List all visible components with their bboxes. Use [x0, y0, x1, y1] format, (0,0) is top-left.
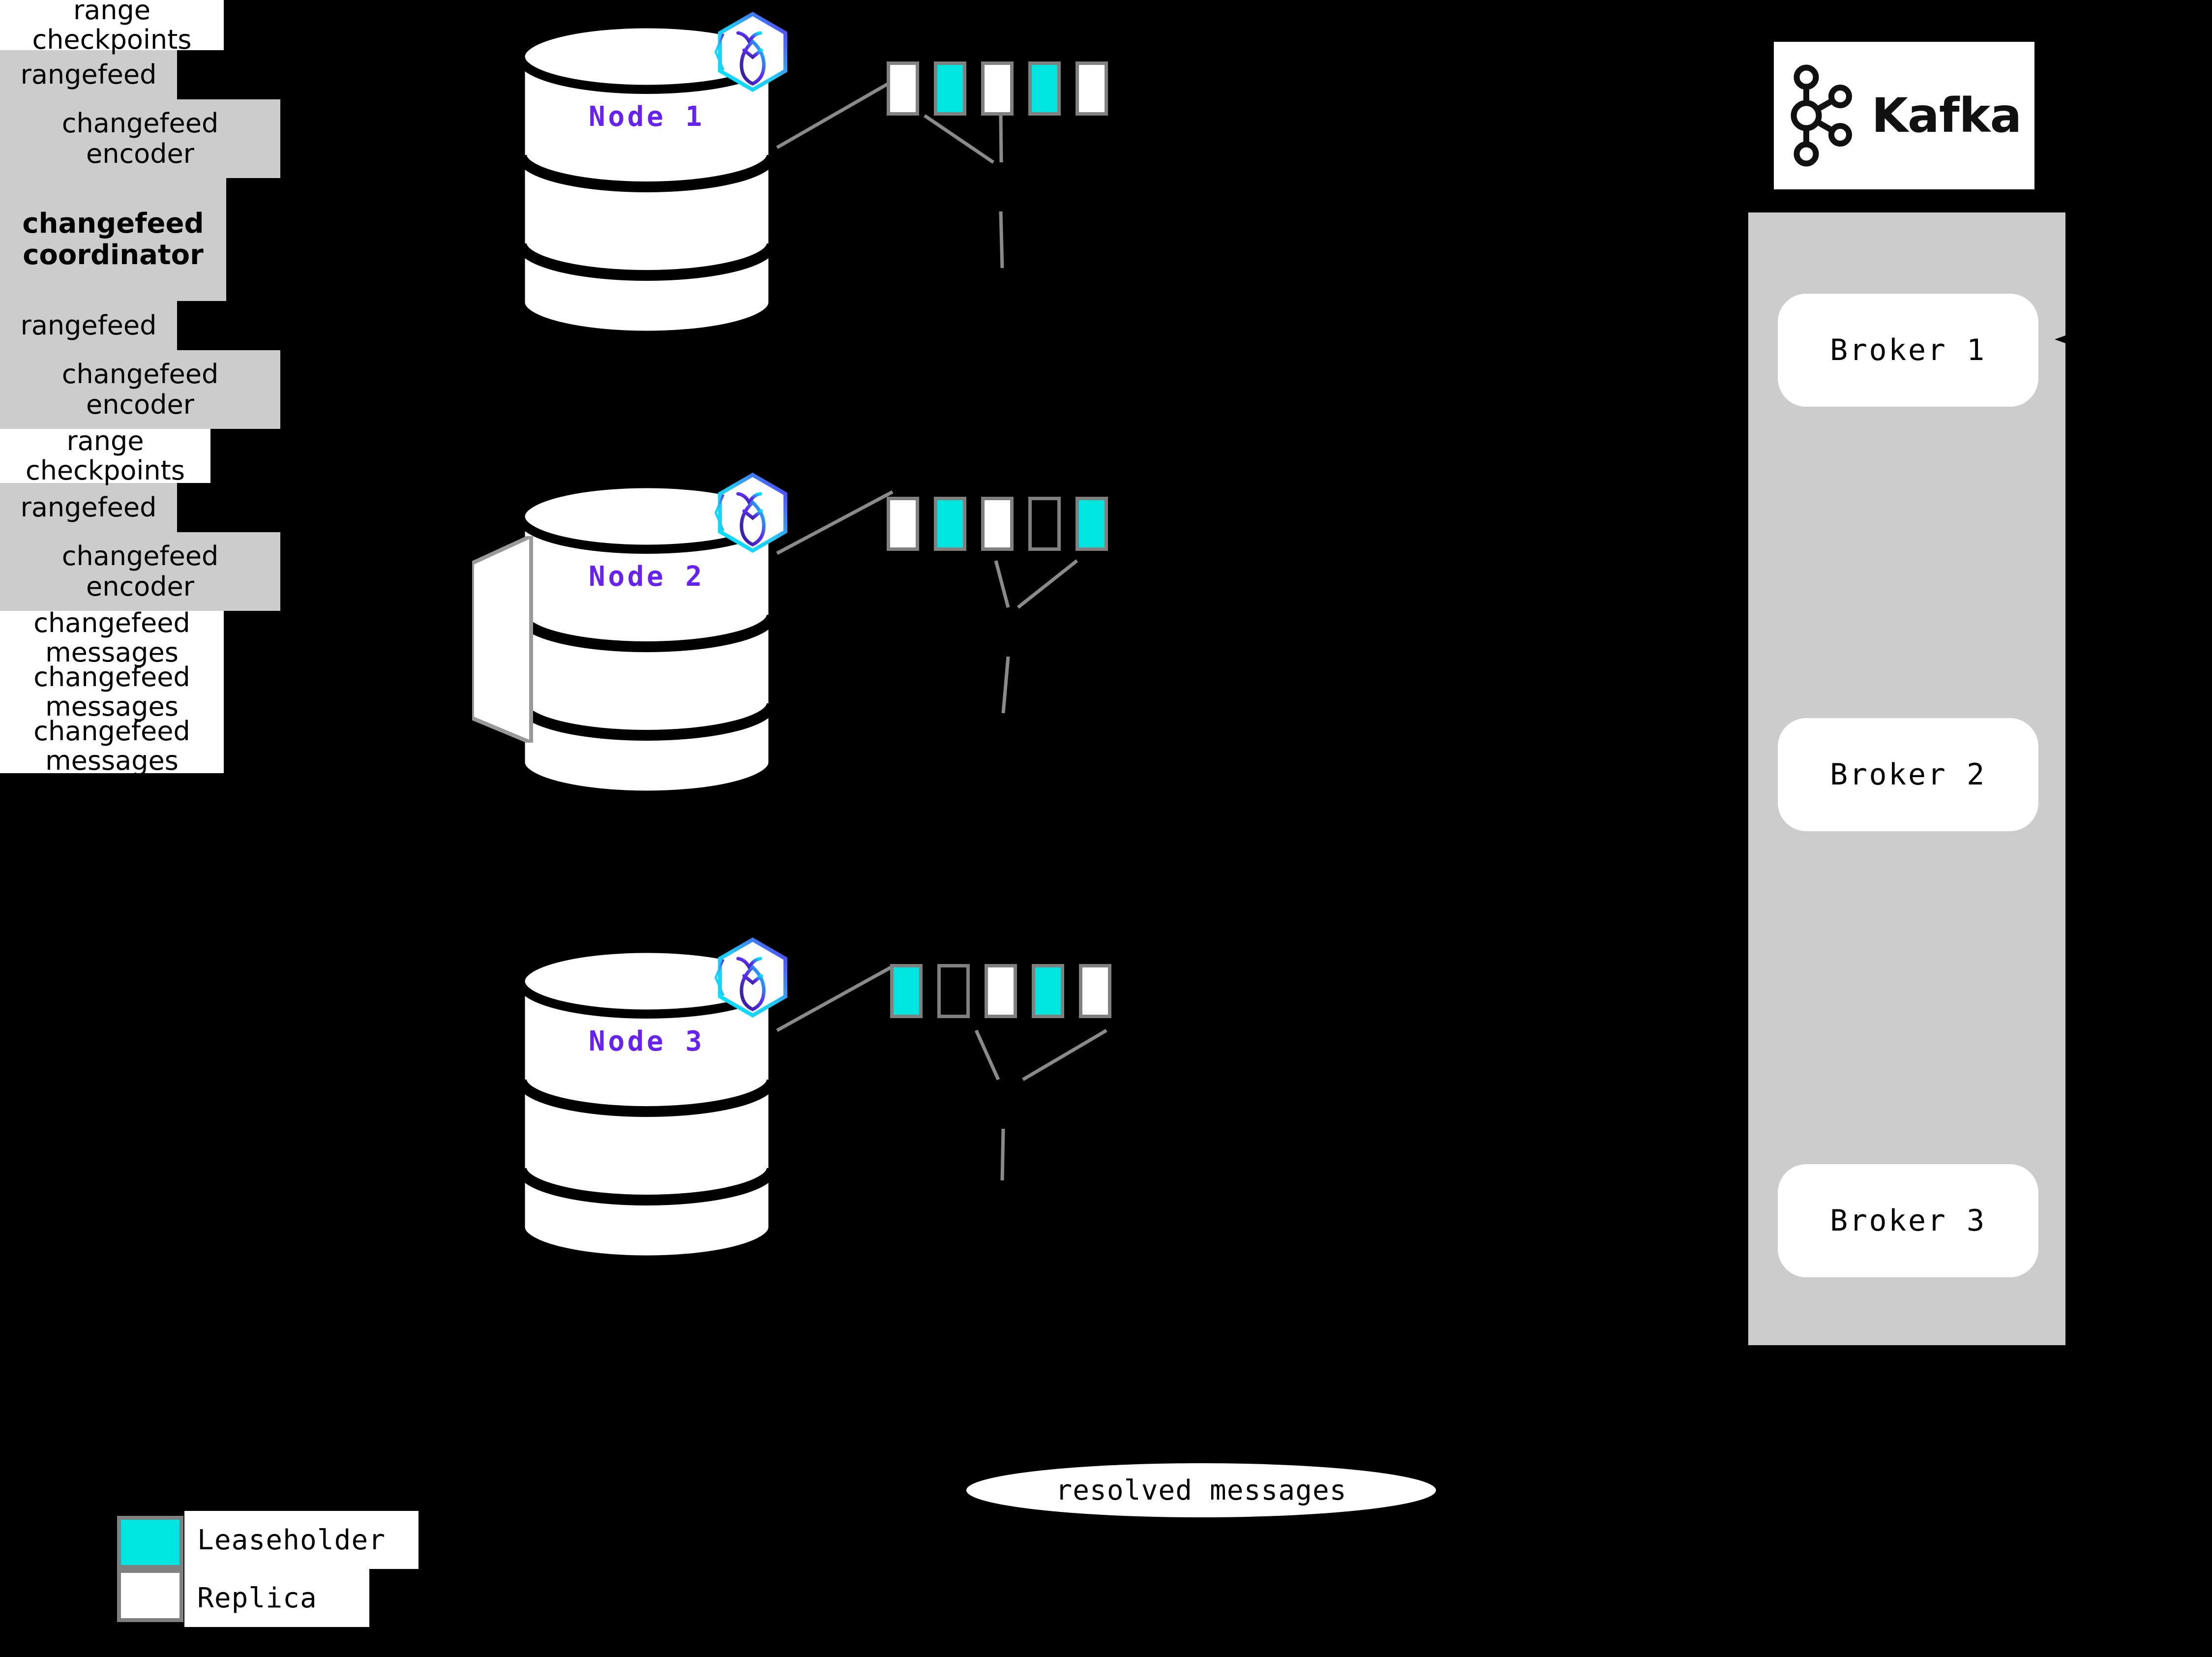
range-leaseholder — [1076, 497, 1108, 551]
changefeed-encoder-box-1: changefeed encoder — [0, 99, 280, 178]
range-replica — [981, 61, 1014, 116]
kafka-inbound-arrow-icon — [2055, 328, 2088, 351]
cockroachdb-hexagon-icon — [710, 470, 796, 556]
range-replica — [1079, 964, 1111, 1018]
broker-box-1: Broker 1 — [1778, 294, 2038, 407]
kafka-logo-box: Kafka — [1774, 42, 2034, 189]
cockroachdb-hexagon-icon — [710, 934, 796, 1021]
changefeed-encoder-box-3: changefeed encoder — [0, 532, 280, 611]
legend-swatch-leaseholder — [117, 1516, 183, 1569]
node-label: Node 3 — [589, 1025, 705, 1057]
range-row-node-1 — [887, 61, 1108, 116]
changefeed-messages-label-3: changefeed messages — [0, 716, 224, 776]
range-empty — [1028, 497, 1061, 551]
node-cylinder-1: Node 1 — [516, 20, 777, 334]
resolved-messages-pill: resolved messages — [966, 1463, 1436, 1517]
range-leaseholder — [934, 497, 966, 551]
range-leaseholder — [890, 964, 923, 1018]
kafka-wordmark: Kafka — [1871, 88, 2022, 143]
range-replica — [887, 497, 919, 551]
changefeed-coordinator-label: changefeed coordinator — [0, 178, 226, 301]
broker-box-3: Broker 3 — [1778, 1164, 2038, 1277]
changefeed-messages-label-1: changefeed messages — [0, 608, 224, 667]
range-checkpoints-label-1: range checkpoints — [0, 0, 224, 55]
cockroachdb-hexagon-icon — [710, 9, 796, 95]
range-replica — [981, 497, 1014, 551]
node-cylinder-2: Node 2 — [516, 480, 777, 794]
rangefeed-box-1: rangefeed — [0, 50, 177, 99]
range-replica — [887, 61, 919, 116]
node-label: Node 1 — [589, 101, 705, 133]
range-replica — [985, 964, 1017, 1018]
changefeed-encoder-box-2: changefeed encoder — [0, 350, 280, 429]
broker-box-2: Broker 2 — [1778, 718, 2038, 831]
range-leaseholder — [1028, 61, 1061, 116]
range-checkpoints-label-3: range checkpoints — [0, 426, 210, 485]
range-leaseholder — [1032, 964, 1064, 1018]
changefeed-messages-label-2: changefeed messages — [0, 662, 224, 722]
legend-label-leaseholder: Leaseholder — [184, 1511, 418, 1569]
legend-swatch-replica — [117, 1569, 183, 1622]
kafka-node-graph-icon — [1791, 64, 1852, 167]
changefeed-coordinator-banner — [470, 533, 551, 746]
range-row-node-3 — [890, 964, 1111, 1018]
node-label: Node 2 — [589, 561, 705, 593]
legend-label-replica: Replica — [184, 1569, 369, 1627]
rangefeed-box-3: rangefeed — [0, 483, 177, 532]
range-leaseholder — [934, 61, 966, 116]
range-replica — [1076, 61, 1108, 116]
range-row-node-2 — [887, 497, 1108, 551]
rangefeed-box-2: rangefeed — [0, 301, 177, 350]
range-empty — [937, 964, 970, 1018]
